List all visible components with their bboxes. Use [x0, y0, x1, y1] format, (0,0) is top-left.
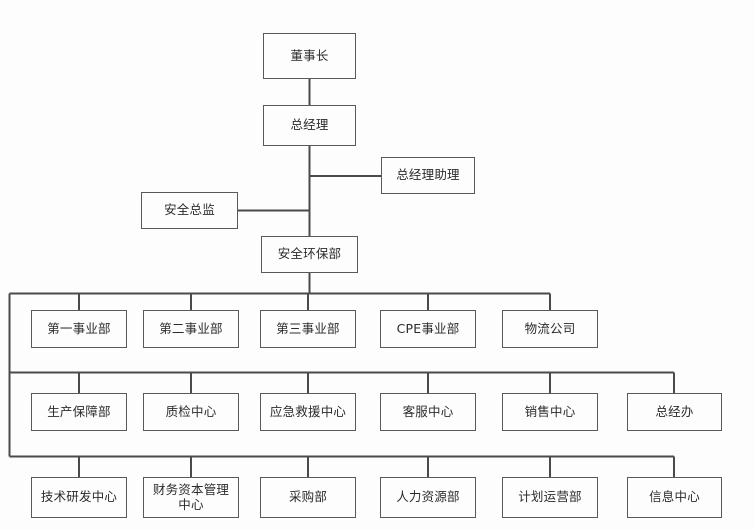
node-label: 计划运营部 [518, 489, 582, 505]
node-human-resources[interactable]: 人力资源部 [380, 477, 476, 518]
connector-group-level5 [8, 371, 675, 457]
node-production-support[interactable]: 生产保障部 [31, 393, 127, 431]
node-chairman[interactable]: 董事长 [263, 33, 356, 79]
node-safety-env-dept[interactable]: 安全环保部 [261, 236, 358, 273]
connector-group-level6 [9, 455, 675, 477]
node-label: CPE事业部 [396, 320, 460, 336]
node-emergency-rescue[interactable]: 应急救援中心 [260, 393, 356, 431]
node-gm-office[interactable]: 总经办 [627, 393, 722, 431]
node-label: 物流公司 [524, 320, 576, 336]
node-sales-center[interactable]: 销售中心 [502, 393, 598, 431]
node-information-center[interactable]: 信息中心 [627, 477, 722, 518]
node-label: 生产保障部 [47, 403, 111, 419]
node-label: 信息中心 [649, 489, 700, 505]
node-customer-service[interactable]: 客服中心 [380, 393, 476, 431]
node-div-2[interactable]: 第二事业部 [143, 310, 239, 348]
node-finance-capital[interactable]: 财务资本管理中心 [143, 477, 239, 518]
node-procurement[interactable]: 采购部 [260, 477, 356, 518]
node-label: 客服中心 [402, 403, 454, 419]
connector-group-level4 [8, 292, 551, 373]
node-planning-ops[interactable]: 计划运营部 [502, 477, 598, 518]
node-safety-director[interactable]: 安全总监 [141, 192, 238, 229]
node-gm-assistant[interactable]: 总经理助理 [381, 157, 475, 194]
node-general-manager[interactable]: 总经理 [263, 105, 356, 146]
node-logistics-company[interactable]: 物流公司 [502, 310, 598, 348]
node-rnd-center[interactable]: 技术研发中心 [31, 477, 127, 518]
node-label: 总经办 [655, 403, 694, 419]
node-label: 第三事业部 [276, 320, 340, 336]
node-label: 采购部 [288, 489, 328, 505]
node-label: 第二事业部 [159, 320, 223, 336]
node-label: 总经理助理 [396, 167, 460, 183]
node-label: 财务资本管理中心 [152, 481, 230, 512]
node-div-3[interactable]: 第三事业部 [260, 310, 356, 348]
node-label: 第一事业部 [47, 320, 111, 336]
node-label: 人力资源部 [396, 489, 460, 505]
node-label: 质检中心 [165, 403, 217, 419]
node-div-1[interactable]: 第一事业部 [31, 310, 127, 348]
node-label: 技术研发中心 [40, 489, 118, 505]
node-label: 应急救援中心 [269, 403, 347, 419]
node-qc-center[interactable]: 质检中心 [143, 393, 239, 431]
connector-group-top [238, 79, 381, 294]
node-label: 销售中心 [524, 403, 576, 419]
node-label: 安全总监 [164, 202, 215, 218]
node-label: 总经理 [290, 117, 329, 133]
node-label: 董事长 [290, 47, 329, 63]
node-div-cpe[interactable]: CPE事业部 [380, 310, 476, 348]
node-label: 安全环保部 [277, 246, 342, 262]
